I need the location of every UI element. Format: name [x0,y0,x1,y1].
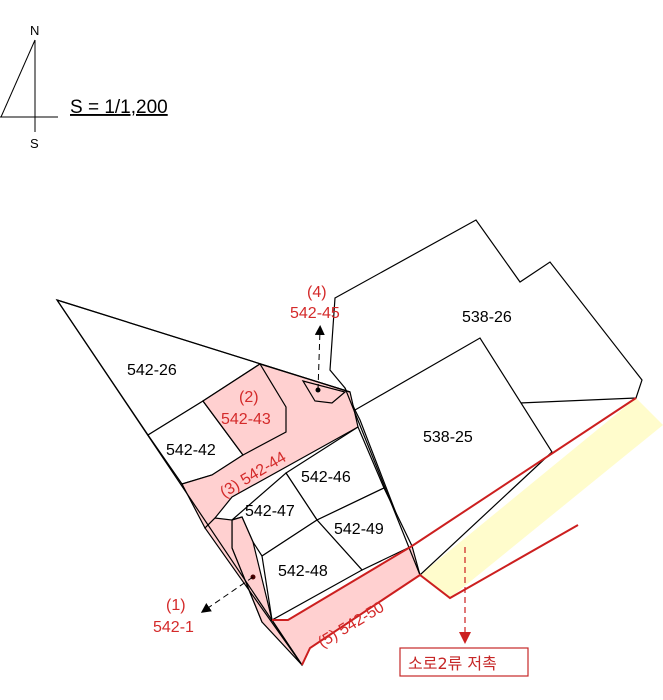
lot-538-25[interactable] [354,337,553,577]
label-h2-num: (2) [239,389,259,406]
road-north-edge [272,397,637,621]
road-note-box [399,647,529,677]
label-542-47: 542-47 [245,503,295,520]
label-h2-lot: 542-43 [221,411,271,428]
label-538-26: 538-26 [462,309,512,326]
label-h1-lot: 542-1 [153,619,194,636]
label-h4-lot: 542-45 [290,305,340,322]
compass-north-label: N [30,23,39,38]
lot-542-48[interactable] [261,519,363,621]
lot-538-26[interactable] [329,219,643,411]
scale-label: S = 1/1,200 [70,97,168,118]
label-542-42: 542-42 [166,442,216,459]
compass-south-label: S [30,136,39,151]
label-h1-num: (1) [166,597,186,614]
label-542-49: 542-49 [334,521,384,538]
road-note-label: 소로2류 저촉 [408,654,497,673]
road-south-edge [301,524,579,666]
west-boundary [56,299,303,666]
label-538-25: 538-25 [423,429,473,446]
parcel-542-43[interactable] [202,363,287,456]
parcel-542-45[interactable] [301,380,347,404]
label-542-46: 542-46 [301,469,351,486]
north-boundary [56,299,351,393]
north-arrow-icon [0,39,58,132]
leader-arrow-h4 [314,325,325,391]
label-542-48: 542-48 [278,563,328,580]
road-strip [420,398,663,598]
label-h4-num: (4) [307,284,327,301]
east-boundary [344,387,421,576]
label-542-26: 542-26 [127,362,177,379]
